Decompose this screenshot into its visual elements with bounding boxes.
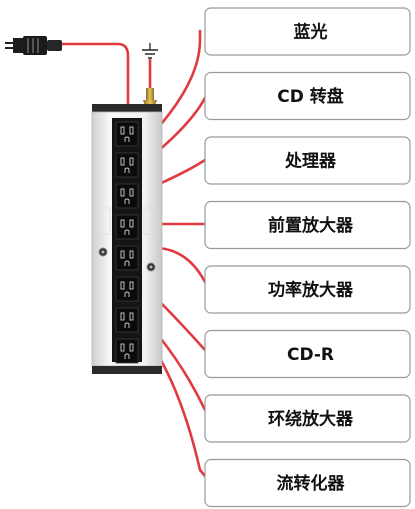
power-strip	[91, 104, 163, 374]
device-box	[204, 7, 411, 56]
device-label-text: 蓝光	[294, 22, 328, 43]
outlet-4	[115, 214, 139, 240]
device-label-text: 功率放大器	[268, 280, 354, 301]
device-label-cd: CD 转盘	[204, 71, 411, 121]
device-label-processor: 处理器	[204, 136, 411, 185]
device-box	[204, 265, 411, 314]
device-box	[204, 71, 411, 121]
power-plug-icon	[5, 36, 62, 55]
ground-post-icon	[143, 88, 157, 106]
wire-surround	[156, 333, 207, 412]
wire-group	[154, 29, 207, 478]
device-box	[204, 136, 411, 185]
wire-cd	[155, 96, 207, 154]
device-label-preamp: 前置放大器	[204, 200, 411, 250]
device-label-text: 流转化器	[277, 473, 346, 494]
outlet-7	[115, 307, 139, 333]
device-box	[204, 329, 411, 379]
strip-bottom-cap	[92, 366, 162, 374]
outlet-8	[115, 338, 139, 364]
device-label-bluray: 蓝光	[204, 7, 411, 56]
device-label-text: CD 转盘	[277, 86, 344, 107]
device-label-streamer: 流转化器	[204, 458, 411, 508]
ground-symbol-icon	[142, 43, 158, 59]
wire-bluray	[154, 29, 202, 132]
device-label-text: 处理器	[284, 151, 337, 172]
wire-poweramp	[156, 246, 207, 284]
outlet-3	[115, 183, 139, 209]
device-label-text: 前置放大器	[268, 215, 354, 236]
device-label-text: 环绕放大器	[268, 409, 354, 430]
outlet-6	[115, 276, 139, 302]
outlet-2	[115, 152, 139, 178]
outlet-1	[115, 121, 139, 147]
wire-processor	[155, 158, 207, 187]
main-power-cord	[60, 42, 130, 108]
device-label-surround: 环绕放大器	[204, 394, 411, 443]
device-label-poweramp: 功率放大器	[204, 265, 411, 314]
device-label-text: CD-R	[287, 345, 334, 365]
device-box	[204, 394, 411, 443]
device-box	[204, 200, 411, 250]
device-label-cdr: CD-R	[204, 329, 411, 379]
device-box	[204, 458, 411, 508]
side-label-right	[143, 207, 159, 235]
strip-top-cap	[92, 104, 162, 112]
side-label-left	[95, 207, 111, 235]
outlet-5	[115, 245, 139, 271]
wire-streamer	[156, 353, 207, 478]
